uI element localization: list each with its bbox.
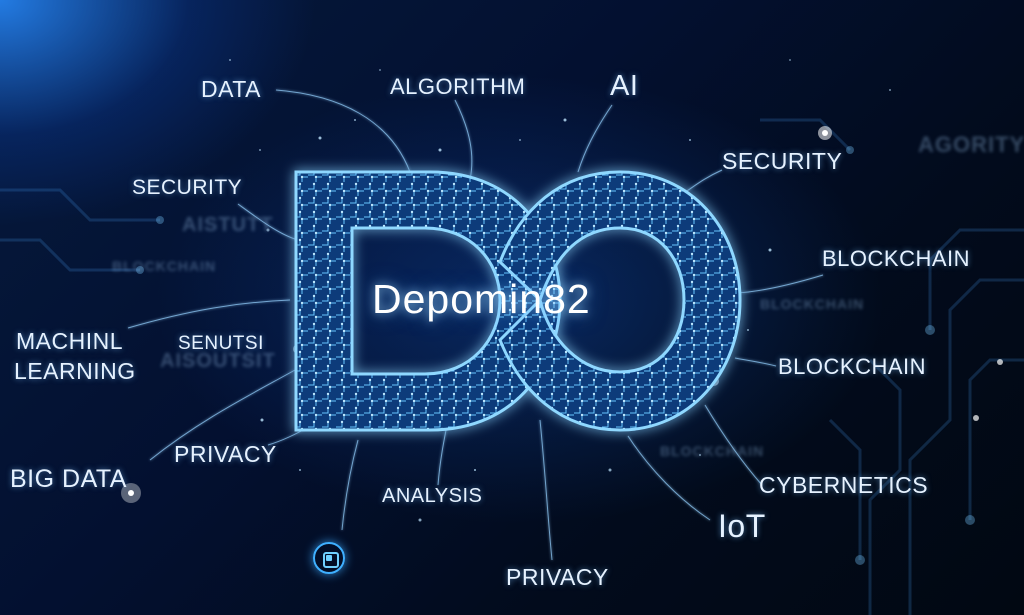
label-iot: IoT [718, 508, 766, 544]
label-data: DATA [201, 76, 261, 102]
label-ai: AI [610, 70, 639, 102]
label-senutsi: SENUTSI [178, 333, 264, 354]
brand-title: Depomin82 [372, 276, 591, 322]
label-analysis: ANALYSIS [382, 485, 483, 507]
ghost-label-blockchain-lower: BLOCKCHAIN [660, 443, 765, 459]
label-security-right: SECURITY [722, 148, 843, 174]
label-security-left: SECURITY [132, 176, 243, 199]
label-blockchain-top: BLOCKCHAIN [822, 246, 971, 271]
label-privacy-bottom: PRIVACY [506, 564, 609, 590]
ghost-label-blockchain: BLOCKCHAIN [112, 258, 217, 274]
label-blockchain-mid: BLOCKCHAIN [778, 354, 927, 379]
label-privacy-left: PRIVACY [174, 441, 277, 467]
label-machine-learning-2: LEARNING [14, 358, 136, 384]
label-big-data: BIG DATA [10, 465, 127, 493]
label-machine-learning-1: MACHINL [16, 328, 124, 354]
ghost-label-blockchain-right: BLOCKCHAIN [760, 296, 865, 312]
ghost-label-aistutt: AISTUTT [182, 214, 274, 236]
label-cybernetics: CYBERNETICS [759, 472, 929, 498]
ghost-label-aisoutsit: AISOUTSIT [160, 350, 276, 372]
ghost-label-agority: AGORITY [918, 132, 1024, 157]
label-algorithm: ALGORITHM [390, 74, 526, 99]
network-logo-icon [313, 542, 345, 574]
